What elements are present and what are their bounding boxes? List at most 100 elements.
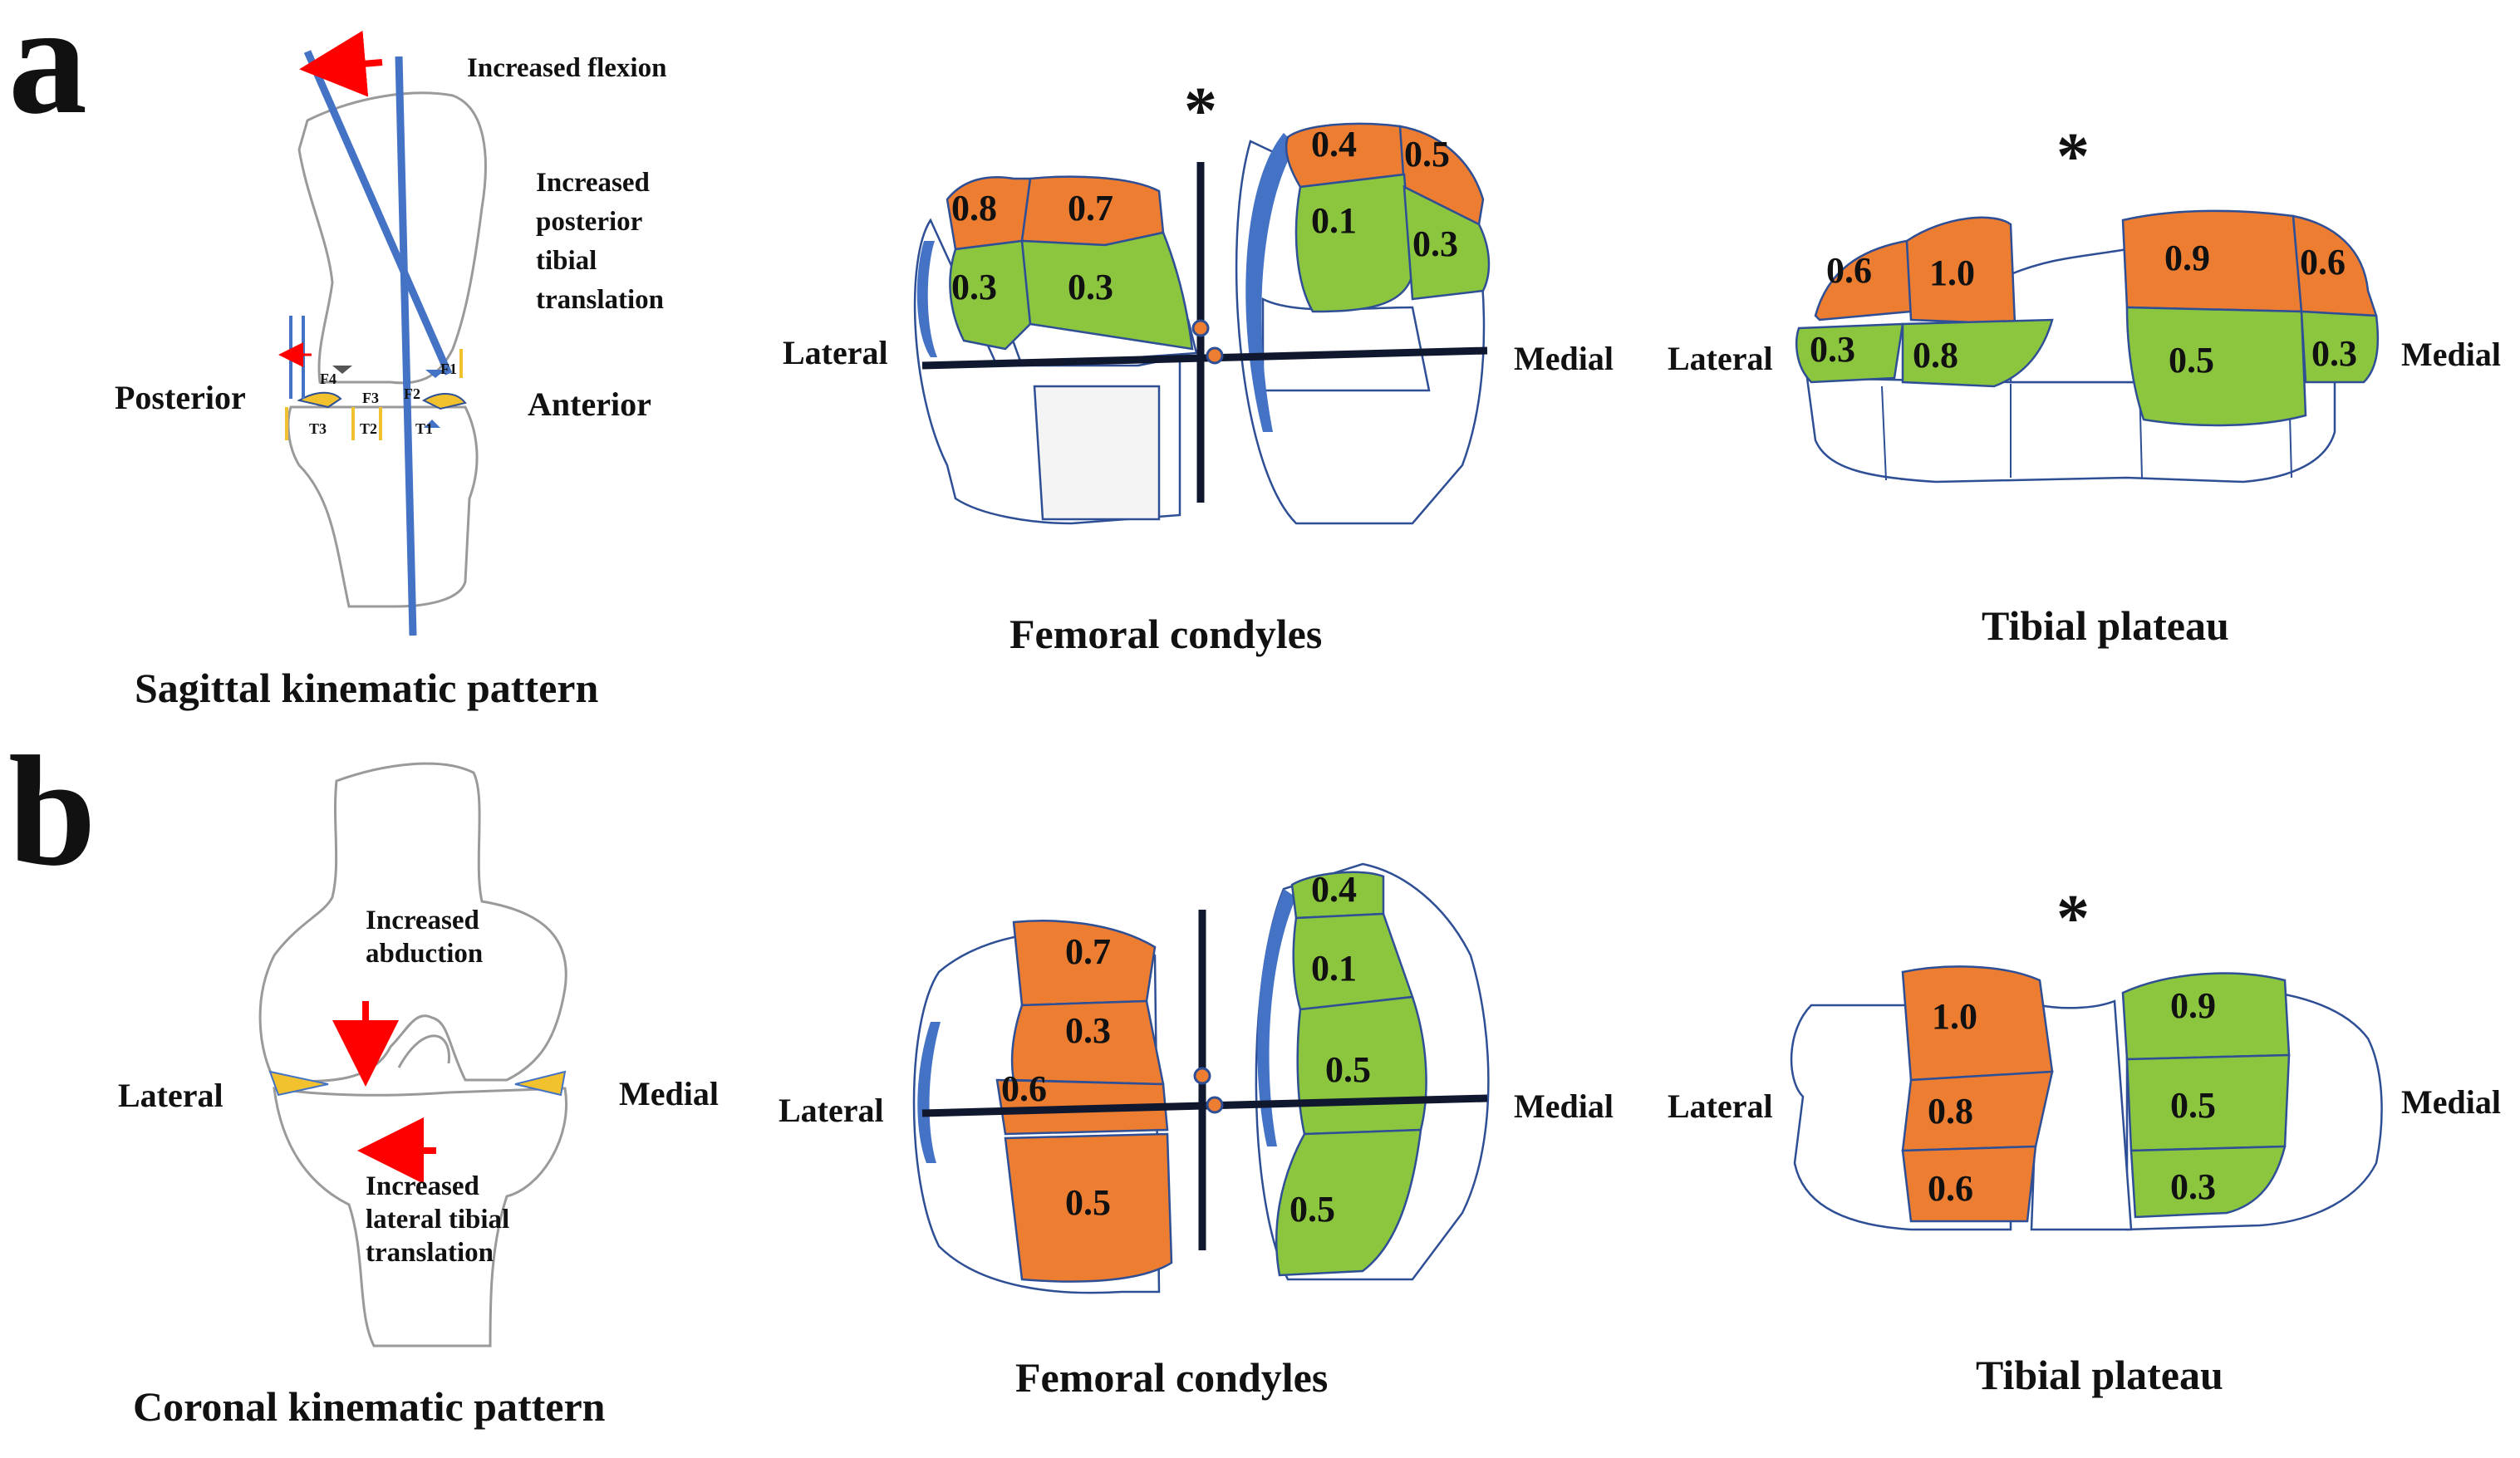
lat-inner-orange — [1020, 175, 1165, 247]
b-medial-blue-edge — [1257, 889, 1296, 1146]
b-med-green-4 — [1275, 1128, 1422, 1277]
value-lat-center2: 0.3 — [1068, 267, 1113, 307]
tib-value-med-ant-outer: 0.6 — [2300, 242, 2346, 282]
b-tib-med-green-3 — [2129, 1145, 2287, 1219]
value-med-top2: 0.5 — [1404, 134, 1450, 174]
intercondylar-notch — [397, 1034, 450, 1068]
med-center-green — [1294, 173, 1414, 313]
annotation-abduction-line-2: abduction — [366, 939, 483, 969]
tibial-plateau-a: * 0.6 1.0 0.3 0.8 0.9 0.6 0.5 0.3 Latera… — [1668, 120, 2501, 649]
b-lat-orange-1 — [1012, 920, 1157, 1007]
annotation-translation-line-4: translation — [536, 285, 664, 315]
label-anterior: Anterior — [528, 385, 651, 423]
b-tib-lat-orange-2 — [1901, 1070, 2054, 1152]
femoral-condyles-b: 0.7 0.3 0.6 0.5 0.4 0.1 0.5 0.5 Lateral … — [779, 862, 1614, 1401]
title-sagittal-kinematic-pattern: Sagittal kinematic pattern — [135, 665, 598, 711]
tibial-plateau-b: * 1.0 0.8 0.6 0.9 0.5 0.3 Lateral Medial… — [1668, 882, 2501, 1398]
b-tib-med-green-1 — [2121, 972, 2291, 1061]
b-femoral-pivot-upper — [1193, 1067, 1211, 1085]
tib-value-med-ant: 0.9 — [2164, 238, 2210, 278]
b-femoral-pivot-lower — [1206, 1096, 1224, 1114]
tib-lat-mid-inner-green — [1901, 318, 2054, 388]
f4-marker — [332, 366, 352, 374]
title-femoral-condyles-b: Femoral condyles — [1015, 1354, 1328, 1401]
b-tib-lat-orange-3 — [1901, 1145, 2037, 1223]
panel-a-letter: a — [8, 0, 87, 147]
femoral-condyles-a: * 0.8 0.7 0.3 0.3 0.4 0.5 0.1 0.3 Latera… — [783, 75, 1614, 657]
femur-axis — [303, 50, 453, 376]
b-tibial-label-medial: Medial — [2401, 1083, 2501, 1121]
annotation-translation-line-3: tibial — [536, 246, 597, 276]
femoral-significance-star: * — [1184, 75, 1217, 148]
tib-value-lat-mid-inner: 0.8 — [1913, 335, 1958, 376]
femoral-pivot-lower — [1206, 346, 1224, 365]
label-f3: F3 — [362, 390, 379, 406]
tib-value-lat-mid-outer: 0.3 — [1810, 329, 1855, 370]
b-tib-value-lat-3: 0.6 — [1928, 1168, 1973, 1209]
panel-b-letter: b — [8, 724, 96, 899]
tib-med-mid-outer-green — [2300, 310, 2380, 384]
b-femoral-label-medial: Medial — [1514, 1087, 1614, 1125]
title-tibial-plateau-b: Tibial plateau — [1976, 1352, 2223, 1398]
b-tib-value-med-2: 0.5 — [2170, 1085, 2216, 1126]
femoral-label-medial: Medial — [1514, 340, 1614, 377]
tib-value-med-mid-outer: 0.3 — [2311, 333, 2357, 374]
b-value-med-3: 0.5 — [1325, 1049, 1371, 1090]
med-outer-green — [1402, 184, 1491, 301]
title-coronal-kinematic-pattern: Coronal kinematic pattern — [133, 1383, 606, 1430]
t1-marker — [424, 420, 440, 428]
lat-center2-green — [1020, 231, 1194, 351]
tib-value-lat-ant-outer: 0.6 — [1826, 250, 1872, 291]
tib-value-med-mid: 0.5 — [2169, 340, 2214, 380]
b-tib-value-med-3: 0.3 — [2170, 1166, 2216, 1207]
coronal-lateral-meniscus — [268, 1070, 329, 1097]
b-tibial-significance-star: * — [2056, 882, 2090, 955]
label-posterior: Posterior — [115, 379, 246, 416]
annotation-translation-line-1: Increased — [536, 168, 650, 198]
coronal-femur-outline — [258, 762, 567, 1083]
f2-marker — [425, 370, 445, 378]
title-tibial-plateau-a: Tibial plateau — [1982, 602, 2229, 649]
annotation-tibial-translation-line-2: lateral tibial — [366, 1205, 509, 1235]
femoral-label-lateral: Lateral — [783, 334, 888, 371]
tibial-label-lateral: Lateral — [1668, 340, 1773, 377]
b-value-lat-3: 0.6 — [1001, 1068, 1047, 1109]
tib-med-ant-outer-orange — [2292, 214, 2378, 317]
anterior-meniscus — [421, 393, 467, 410]
b-tib-lat-orange-1 — [1901, 965, 2054, 1082]
b-value-med-2: 0.1 — [1311, 948, 1357, 989]
tibia-outline — [287, 405, 479, 608]
annotation-tibial-translation-line-3: translation — [366, 1238, 494, 1268]
tib-lat-mid-outer-green — [1795, 322, 1904, 384]
lateral-blue-edge — [916, 241, 937, 357]
coronal-diagram: Increased abduction Increased lateral ti… — [118, 762, 719, 1430]
b-value-med-1: 0.4 — [1311, 869, 1357, 910]
femoral-horizontal-axis — [921, 346, 1488, 370]
b-med-green-1 — [1290, 871, 1385, 920]
sagittal-diagram: F1 F2 F3 F4 T1 T2 T3 Increased flexion I… — [115, 30, 666, 711]
b-intercondylar-area — [2030, 999, 2133, 1231]
annotation-translation-line-2: posterior — [536, 207, 642, 237]
lateral-posterior-segment — [1033, 385, 1161, 521]
b-tib-value-lat-2: 0.8 — [1928, 1091, 1973, 1132]
b-value-lat-1: 0.7 — [1065, 931, 1111, 972]
value-lat-center: 0.3 — [951, 267, 997, 307]
posterior-meniscus — [297, 391, 342, 409]
label-t3: T3 — [309, 420, 327, 437]
b-lateral-blue-edge — [917, 1022, 941, 1163]
tibial-significance-star: * — [2056, 120, 2090, 194]
tib-lat-ant-inner-orange — [1905, 216, 2016, 326]
coronal-tibia-outline — [273, 1087, 567, 1348]
annotation-increased-flexion: Increased flexion — [467, 53, 666, 83]
b-value-med-4: 0.5 — [1289, 1189, 1335, 1230]
femoral-pivot-upper — [1191, 319, 1210, 337]
value-med-outer: 0.3 — [1412, 223, 1458, 264]
b-tib-value-lat-1: 1.0 — [1932, 996, 1977, 1037]
label-f4: F4 — [320, 371, 336, 387]
b-femoral-horizontal-axis — [921, 1094, 1488, 1117]
label-f1: F1 — [440, 361, 457, 377]
label-t1: T1 — [415, 420, 433, 437]
tibia-axis — [395, 56, 417, 636]
